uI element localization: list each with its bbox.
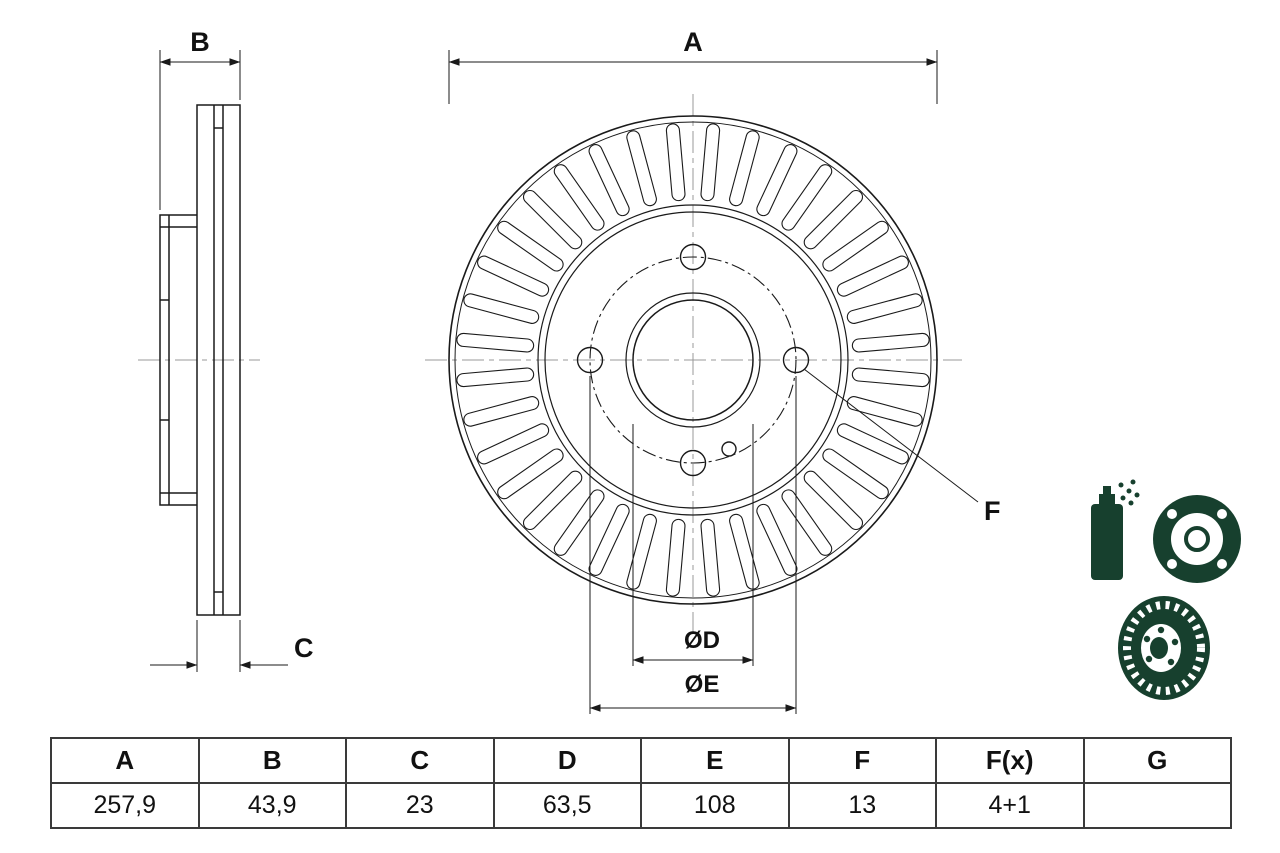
value-fx: 4+1 (935, 782, 1085, 829)
header-g: G (1082, 737, 1232, 784)
bolt-hole-left (576, 346, 604, 374)
header-b: B (197, 737, 347, 784)
front-view (448, 115, 938, 605)
dim-f-label: F (984, 496, 1001, 526)
dimension-d (632, 424, 754, 666)
center-bore-circle (632, 299, 754, 421)
vent-slots (456, 123, 930, 597)
value-c: 23 (345, 782, 495, 829)
bolt-hole-bottom (679, 449, 707, 477)
dimension-b (159, 50, 241, 210)
dim-b-label: B (190, 27, 210, 57)
bolt-circle (589, 256, 797, 464)
vented-disc-icon (1118, 596, 1210, 700)
header-fx: F(x) (935, 737, 1085, 784)
value-b: 43,9 (197, 782, 347, 829)
side-view (159, 104, 241, 616)
dim-c-label: C (294, 633, 314, 663)
coated-disc-spray-icon (1091, 479, 1241, 583)
value-a: 257,9 (50, 782, 200, 829)
dim-e-label: ØE (685, 671, 720, 698)
locating-pin-hole (721, 441, 737, 457)
header-c: C (345, 737, 495, 784)
value-f: 13 (787, 782, 937, 829)
dimension-a (448, 50, 938, 104)
header-f: F (787, 737, 937, 784)
dimension-c (150, 620, 288, 672)
value-d: 63,5 (492, 782, 642, 829)
dim-d-label: ØD (684, 627, 720, 654)
dimension-e (589, 376, 797, 714)
table-value-row: 257,9 43,9 23 63,5 108 13 4+1 (50, 782, 1232, 829)
header-d: D (492, 737, 642, 784)
dimension-table: A B C D E F F(x) G 257,9 43,9 23 63,5 10… (50, 737, 1232, 829)
dim-a-label: A (683, 27, 703, 57)
table-header-row: A B C D E F F(x) G (50, 737, 1232, 784)
outer-diameter-circle (448, 115, 938, 605)
bolt-hole-top (679, 243, 707, 271)
value-e: 108 (640, 782, 790, 829)
value-g (1082, 782, 1232, 829)
header-a: A (50, 737, 200, 784)
technical-drawing: A B C ØD ØE (138, 27, 1241, 714)
dimension-f (803, 368, 979, 503)
bolt-hole-right (782, 346, 810, 374)
header-e: E (640, 737, 790, 784)
